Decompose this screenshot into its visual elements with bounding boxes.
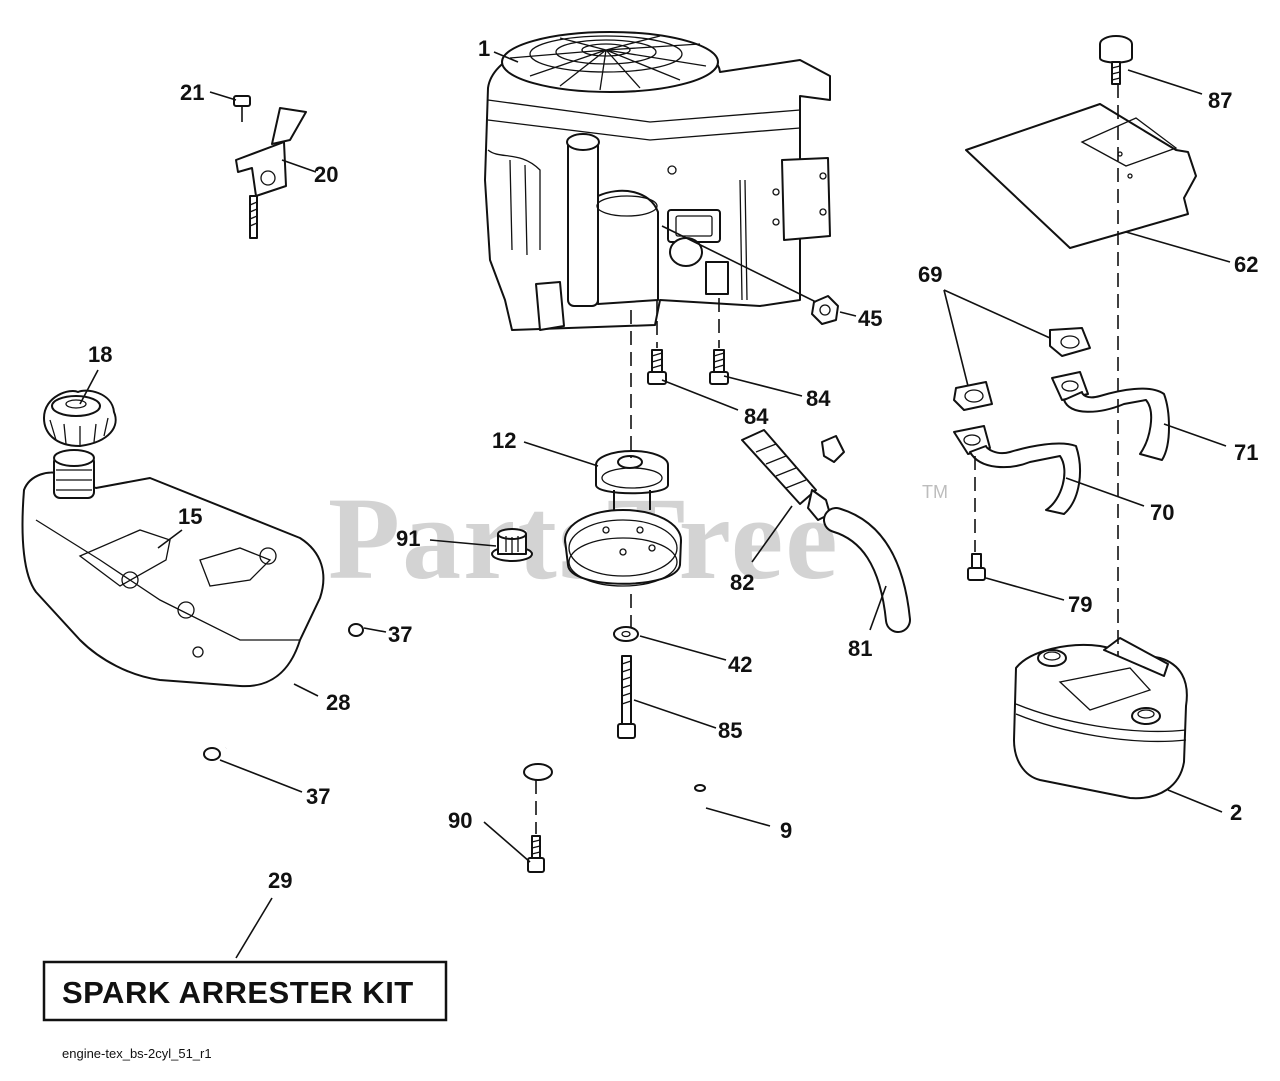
- knob-87-part[interactable]: [1099, 35, 1133, 85]
- callout-37-upper: 37: [388, 622, 412, 647]
- muffler-part[interactable]: [1013, 637, 1188, 800]
- exhaust-pipe-71-part[interactable]: [1051, 371, 1170, 461]
- bushing-91-part[interactable]: [491, 528, 533, 562]
- engine-part[interactable]: [484, 31, 831, 331]
- callout-81: 81: [848, 636, 872, 661]
- bolt-84b-part[interactable]: [709, 349, 729, 385]
- callout-70: 70: [1150, 500, 1174, 525]
- callout-37-lower: 37: [306, 784, 330, 809]
- callout-1: 1: [478, 36, 490, 61]
- heat-shield-part[interactable]: [965, 103, 1197, 249]
- callout-15: 15: [178, 504, 202, 529]
- exhaust-pipe-70-part[interactable]: [953, 425, 1081, 515]
- gasket-69a-part[interactable]: [1049, 327, 1091, 357]
- callout-18: 18: [88, 342, 112, 367]
- fuel-line-part[interactable]: [224, 630, 358, 750]
- gasket-69b-part[interactable]: [953, 381, 993, 411]
- callout-9: 9: [780, 818, 792, 843]
- callout-28: 28: [326, 690, 350, 715]
- callout-90: 90: [448, 808, 472, 833]
- washer-42-part[interactable]: [613, 626, 639, 642]
- callout-71: 71: [1234, 440, 1258, 465]
- diagram-code: engine-tex_bs-2cyl_51_r1: [62, 1046, 212, 1061]
- callout-91: 91: [396, 526, 420, 551]
- fuel-filter-part[interactable]: [741, 429, 845, 521]
- fuel-hose-part[interactable]: [823, 507, 911, 633]
- callout-84-lower: 84: [744, 404, 769, 429]
- callout-2: 2: [1230, 800, 1242, 825]
- callout-85: 85: [718, 718, 742, 743]
- leader-lines: [79, 51, 1231, 959]
- callout-12: 12: [492, 428, 516, 453]
- screw-90-part[interactable]: [527, 835, 545, 873]
- fuel-tank-part[interactable]: [21, 449, 325, 688]
- callout-87: 87: [1208, 88, 1232, 113]
- throttle-control-part[interactable]: [235, 107, 307, 239]
- callout-21: 21: [180, 80, 204, 105]
- callout-29: 29: [268, 868, 292, 893]
- callout-20: 20: [314, 162, 338, 187]
- bolt-85-part[interactable]: [617, 655, 636, 739]
- nut-45-part[interactable]: [811, 295, 839, 325]
- callout-45: 45: [858, 306, 882, 331]
- spark-arrester-kit-box[interactable]: SPARK ARRESTER KIT: [42, 960, 448, 1022]
- bolt-84a-part[interactable]: [647, 349, 667, 385]
- hose-clamp-lower-part[interactable]: [203, 747, 221, 761]
- callouts: 1 21 20 87 62 45 69 18 84 84 12 15 91 82…: [88, 36, 1258, 893]
- watermark-trademark: TM: [922, 482, 948, 502]
- fuel-cap-part[interactable]: [43, 389, 117, 447]
- callout-79: 79: [1068, 592, 1092, 617]
- callout-69: 69: [918, 262, 942, 287]
- callout-82: 82: [730, 570, 754, 595]
- callout-42: 42: [728, 652, 752, 677]
- spark-arrester-kit-label: SPARK ARRESTER KIT: [62, 975, 414, 1010]
- rod-9-part[interactable]: [523, 761, 751, 890]
- screw-79-part[interactable]: [967, 553, 986, 581]
- callout-62: 62: [1234, 252, 1258, 277]
- callout-84-upper: 84: [806, 386, 831, 411]
- screw-21-part[interactable]: [233, 95, 251, 122]
- alignment-lines: [535, 84, 1119, 834]
- pulley-assembly-part[interactable]: [564, 450, 682, 587]
- hose-clamp-upper-part[interactable]: [348, 623, 364, 637]
